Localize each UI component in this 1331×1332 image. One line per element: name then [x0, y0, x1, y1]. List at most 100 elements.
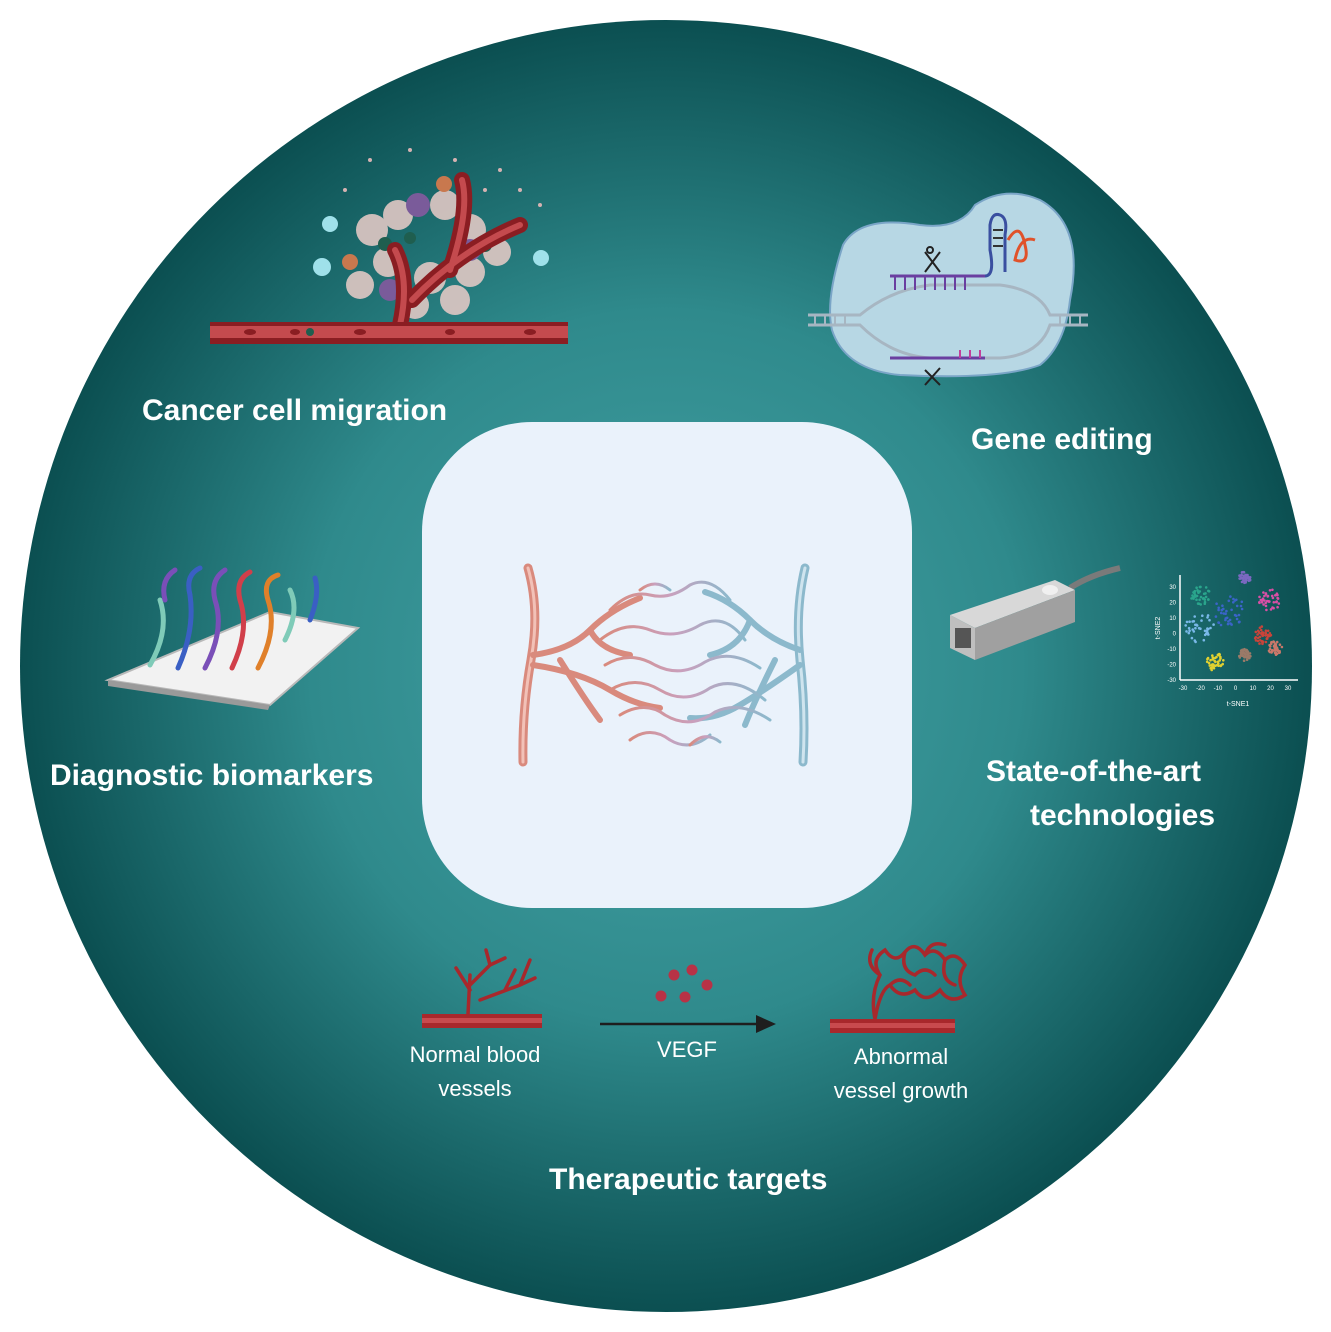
tsne-point: [1195, 586, 1198, 589]
tsne-point: [1268, 589, 1272, 592]
tsne-point: [1272, 601, 1276, 604]
capillary-network-illustration: [518, 563, 810, 767]
tsne-point: [1237, 613, 1241, 617]
topic-cancer-cell-migration: Cancer cell migration: [142, 394, 448, 427]
tsne-point: [1204, 586, 1208, 589]
tsne-xtick: 10: [1250, 686, 1257, 692]
tsne-point: [1260, 639, 1264, 643]
tsne-point: [1269, 633, 1273, 637]
tsne-point: [1188, 629, 1191, 632]
tsne-point: [1275, 640, 1279, 644]
tsne-point: [1201, 614, 1204, 617]
tsne-point: [1206, 616, 1209, 619]
tsne-xtick: -20: [1196, 686, 1205, 692]
tsne-point: [1277, 602, 1281, 605]
tsne-point: [1243, 647, 1246, 651]
tsne-point: [1262, 603, 1265, 606]
tsne-point: [1212, 666, 1216, 670]
tsne-point: [1269, 608, 1273, 611]
tsne-point: [1242, 571, 1246, 574]
tsne-point: [1206, 614, 1210, 617]
tsne-point: [1199, 595, 1203, 599]
tsne-point: [1206, 627, 1209, 630]
tsne-point: [1198, 598, 1201, 602]
tsne-ytick: 20: [1169, 601, 1176, 607]
tsne-point: [1184, 624, 1187, 627]
tsne-point: [1239, 604, 1243, 608]
tsne-point: [1207, 589, 1210, 593]
tsne-point: [1262, 591, 1265, 594]
tsne-point: [1191, 620, 1194, 623]
topic-gene-editing: Gene editing: [971, 423, 1153, 456]
tsne-point: [1209, 658, 1212, 662]
tsne-point: [1240, 654, 1244, 657]
tsne-point: [1208, 664, 1212, 667]
tsne-point: [1197, 602, 1201, 605]
tsne-point: [1245, 576, 1248, 580]
tsne-point: [1196, 589, 1199, 592]
tsne-point: [1205, 629, 1209, 632]
tsne-point: [1192, 595, 1195, 599]
tsne-point: [1264, 593, 1268, 596]
tsne-point: [1267, 649, 1271, 653]
tsne-point: [1276, 596, 1279, 600]
tsne-point: [1235, 617, 1239, 621]
tsne-point: [1258, 635, 1262, 639]
tsne-point: [1260, 625, 1264, 628]
tsne-point: [1227, 620, 1230, 623]
tsne-point: [1195, 594, 1199, 598]
tsne-point: [1240, 607, 1244, 611]
tsne-point: [1218, 653, 1221, 656]
tsne-point: [1243, 652, 1247, 656]
tsne-point: [1269, 645, 1272, 648]
tsne-point: [1199, 627, 1202, 630]
tsne-point: [1258, 601, 1261, 604]
tsne-point: [1253, 637, 1257, 640]
tsne-point: [1214, 615, 1218, 618]
tsne-point: [1241, 651, 1245, 655]
tsne-xtick: 30: [1285, 686, 1292, 692]
tsne-xtick: 0: [1234, 686, 1238, 692]
tsne-point: [1240, 600, 1244, 604]
topic-therapeutic-targets: Therapeutic targets: [549, 1163, 828, 1196]
tsne-xtick: -30: [1179, 686, 1188, 692]
tsne-point: [1225, 609, 1228, 613]
tsne-point: [1267, 634, 1270, 638]
tsne-point: [1238, 654, 1241, 658]
tsne-point: [1229, 595, 1232, 598]
tsne-point: [1190, 597, 1193, 600]
tsne-point: [1198, 585, 1202, 589]
tsne-point: [1190, 636, 1194, 640]
tsne-point: [1270, 594, 1274, 598]
tsne-point: [1185, 630, 1188, 633]
tsne-point: [1266, 629, 1270, 633]
tsne-point: [1208, 618, 1211, 622]
tsne-point: [1263, 599, 1266, 602]
tsne-point: [1207, 661, 1211, 665]
tsne-point: [1237, 620, 1241, 624]
biomarker-chip-illustration: [104, 565, 361, 710]
topic-technologies-line1: State-of-the-art: [986, 755, 1201, 788]
tsne-point: [1277, 651, 1281, 654]
tsne-point: [1256, 629, 1260, 633]
tsne-point: [1271, 588, 1274, 592]
tsne-point: [1254, 639, 1258, 642]
tsne-point: [1264, 601, 1267, 605]
tsne-point: [1187, 631, 1191, 635]
tsne-ytick: -20: [1167, 663, 1176, 669]
tsne-xtick: 20: [1267, 686, 1274, 692]
tsne-point: [1219, 664, 1223, 667]
tsne-point: [1188, 620, 1191, 623]
tsne-point: [1217, 608, 1220, 612]
normal-vessels-label: Normal blood vessels: [385, 1038, 565, 1106]
tsne-point: [1211, 658, 1214, 661]
tsne-point: [1275, 593, 1278, 597]
vegf-arrow: [600, 1015, 776, 1033]
tsne-point: [1248, 652, 1252, 655]
tsne-point: [1205, 660, 1209, 664]
topic-diagnostic-biomarkers: Diagnostic biomarkers: [50, 759, 374, 792]
tsne-point: [1222, 607, 1225, 611]
tsne-point: [1193, 615, 1196, 618]
